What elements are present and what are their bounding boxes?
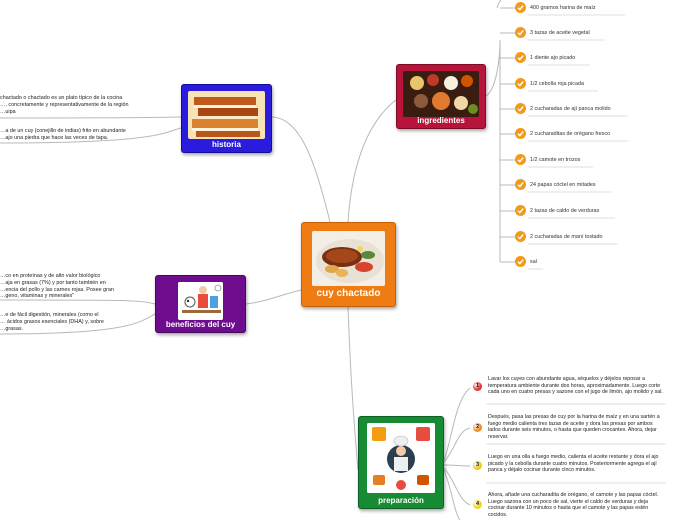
ingredient-item: 3 tazas de aceite vegetal bbox=[530, 30, 590, 36]
ingredientes-title: ingredientes bbox=[417, 116, 465, 125]
preparacion-title: preparación bbox=[378, 496, 424, 505]
check-icon bbox=[515, 2, 526, 13]
ingredient-item: 1 diente ajo picado bbox=[530, 55, 576, 61]
beneficios-note-2: …e de fácil digestión, minerales (como e… bbox=[0, 312, 104, 332]
beneficios-note-1: …co en proteínas y de alto valor biológi… bbox=[0, 273, 114, 300]
step-text: Ahora, añade una cucharadita de orégano,… bbox=[488, 492, 659, 518]
central-topic-title: cuy chactado bbox=[316, 288, 381, 299]
beneficios-title: beneficios del cuy bbox=[165, 320, 236, 329]
step-text: Luego en una olla a fuego medio, calient… bbox=[488, 454, 659, 474]
nutrition-image bbox=[178, 282, 223, 320]
check-icon bbox=[515, 256, 526, 267]
step-text: Después, pasa las presas de cuy por la h… bbox=[488, 414, 660, 440]
ingredient-item: 2 cucharadas de ají panca molido bbox=[530, 106, 611, 112]
ingredients-image bbox=[403, 71, 479, 117]
cuy-dish-image bbox=[312, 231, 385, 286]
check-icon bbox=[515, 154, 526, 165]
check-icon bbox=[515, 103, 526, 114]
books-image bbox=[188, 91, 265, 139]
historia-node[interactable]: historia bbox=[181, 84, 272, 153]
ingredient-item: 2 cucharadas de maní tostado bbox=[530, 234, 603, 240]
historia-title: historia bbox=[212, 140, 241, 149]
check-icon bbox=[515, 179, 526, 190]
historia-note-1: chactado o chactado es un plato típico d… bbox=[0, 95, 129, 115]
check-icon bbox=[515, 128, 526, 139]
ingredientes-node[interactable]: ingredientes bbox=[396, 64, 486, 129]
historia-note-2: …a de un cuy (conejillo de indias) frito… bbox=[0, 128, 126, 141]
ingredient-item: 1/2 camote en trozos bbox=[530, 157, 581, 163]
check-icon bbox=[515, 205, 526, 216]
step-text: Lavar los cuyes con abundante agua, séqu… bbox=[488, 376, 663, 396]
step-number-badge: 1 bbox=[473, 382, 482, 391]
chef-image bbox=[367, 423, 435, 493]
beneficios-node[interactable]: beneficios del cuy bbox=[155, 275, 246, 333]
ingredient-item: 2 tazas de caldo de verduras bbox=[530, 208, 600, 214]
preparacion-node[interactable]: preparación bbox=[358, 416, 444, 509]
ingredient-item: 1/2 cebolla roja picada bbox=[530, 81, 584, 87]
check-icon bbox=[515, 27, 526, 38]
check-icon bbox=[515, 78, 526, 89]
step-number-badge: 2 bbox=[473, 423, 482, 432]
check-icon bbox=[515, 231, 526, 242]
ingredient-item: sal bbox=[530, 259, 537, 265]
ingredient-item: 400 gramos harina de maíz bbox=[530, 5, 596, 11]
ingredient-item: 2 cucharaditas de orégano fresco bbox=[530, 131, 611, 137]
check-icon bbox=[515, 52, 526, 63]
ingredient-item: 24 papas cóctel en mitades bbox=[530, 182, 596, 188]
step-number-badge: 4 bbox=[473, 500, 482, 509]
central-topic-node[interactable]: cuy chactado bbox=[301, 222, 396, 307]
step-number-badge: 3 bbox=[473, 461, 482, 470]
